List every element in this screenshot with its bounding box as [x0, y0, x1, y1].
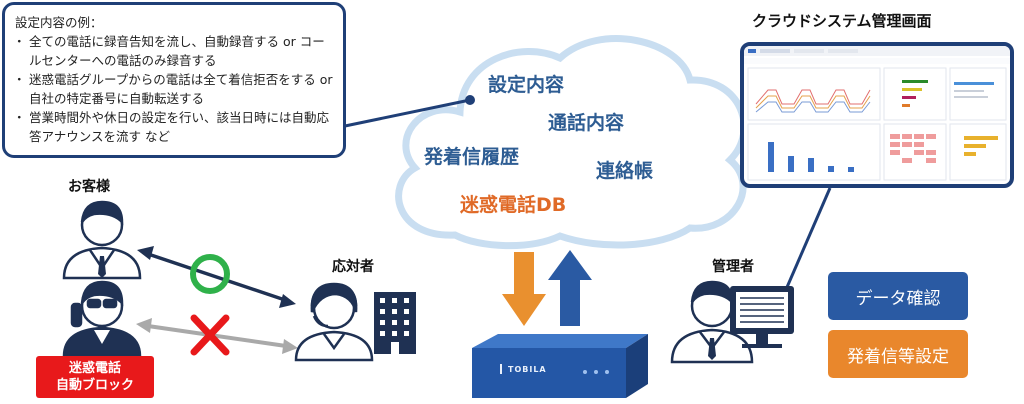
upload-arrow [548, 250, 592, 326]
callout-item: 営業時間外や休日の設定を行い、該当日時には自動応答アナウンスを流す など [13, 108, 333, 146]
spam-caller-icon [62, 280, 142, 358]
allowed-circle-icon [190, 254, 230, 294]
callout-connector [344, 98, 471, 128]
block-label-line2: 自動ブロック [55, 378, 134, 393]
tobila-device [472, 334, 648, 398]
device-brand: TOBILA [508, 365, 547, 374]
admin-screen-thumbnail [744, 46, 1010, 181]
cloud-system-title: クラウドシステム管理画面 [752, 12, 932, 30]
customer-person-icon [62, 200, 142, 280]
callout-item: 迷惑電話グループからの電話は全て着信拒否をする or 自社の特定番号に自動転送す… [13, 70, 333, 108]
callout-item: 全ての電話に録音告知を流し、自動録音する or コールセンターへの電話のみ録音す… [13, 32, 333, 70]
download-arrow [502, 252, 546, 326]
spam-auto-block-label: 迷惑電話 自動ブロック [36, 356, 154, 398]
settings-example-callout: 設定内容の例： 全ての電話に録音告知を流し、自動録音する or コールセンターへ… [2, 2, 346, 158]
call-settings-button[interactable]: 発着信等設定 [828, 330, 968, 378]
blocked-x-icon [190, 314, 230, 356]
cloud-label-spam-db: 迷惑電話DB [460, 194, 567, 216]
callout-title: 設定内容の例： [15, 15, 103, 30]
cloud-label-call-content: 通話内容 [548, 112, 625, 134]
block-label-line1: 迷惑電話 [68, 361, 121, 376]
administrator-label: 管理者 [712, 259, 754, 275]
callout-dot [465, 95, 475, 105]
blocked-call-arrow [136, 318, 298, 354]
customer-label: お客様 [68, 179, 110, 195]
administrator-person-icon [670, 280, 754, 364]
responder-label: 応対者 [332, 259, 374, 275]
cloud-label-settings: 設定内容 [488, 74, 565, 96]
data-check-button[interactable]: データ確認 [828, 272, 968, 320]
admin-monitor-icon [730, 286, 794, 348]
responder-person-icon [294, 282, 374, 362]
cloud-shape [395, 35, 748, 250]
admin-screen-mockup [740, 42, 1014, 188]
callout-list: 全ての電話に録音告知を流し、自動録音する or コールセンターへの電話のみ録音す… [13, 32, 333, 146]
office-building-icon [374, 292, 416, 354]
cloud-label-contacts: 連絡帳 [596, 160, 654, 182]
cloud-label-history: 発着信履歴 [424, 146, 520, 168]
allowed-call-arrow [137, 246, 296, 308]
